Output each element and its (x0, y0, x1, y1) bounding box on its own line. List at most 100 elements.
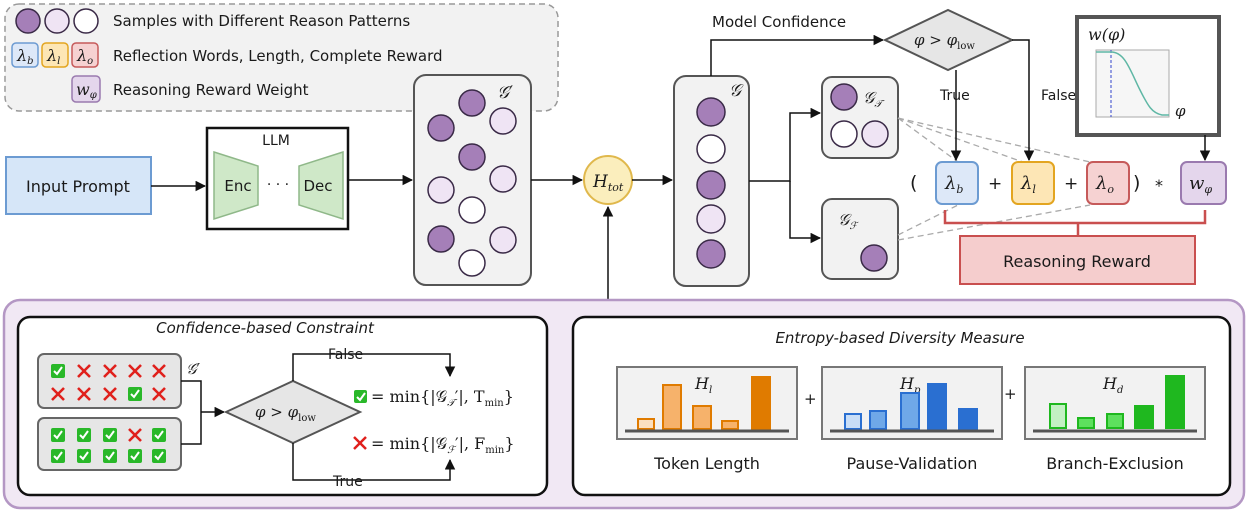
entropy-bar (637, 418, 655, 430)
diversity-label: Branch-Exclusion (1046, 454, 1184, 473)
sample-circle (696, 204, 726, 234)
g-column: 𝒢 (673, 75, 750, 287)
entropy-bar (927, 383, 947, 430)
legend-samples-label: Samples with Different Reason Patterns (113, 12, 410, 30)
legend-lambda-b-box (11, 42, 39, 68)
model-confidence-label: Model Confidence (712, 13, 846, 31)
legend-weight-label: Reasoning Reward Weight (113, 81, 309, 99)
low-confidence-sample-set (37, 353, 182, 409)
check-stroke (53, 366, 63, 376)
diversity-plus-sign: + (1004, 385, 1017, 403)
reward-bracket (943, 210, 1207, 225)
true-branch-label: True (939, 88, 970, 104)
weight-plot-axis-label: φ (1175, 102, 1186, 120)
check-stroke (53, 430, 63, 440)
plus-sign: + (1064, 174, 1078, 194)
sample-circle (458, 143, 486, 171)
times-sign: * (1155, 176, 1163, 195)
cross-icon (128, 364, 142, 378)
group-to-reward-connectors (897, 117, 1091, 241)
reward-close-paren: ) (1133, 172, 1140, 194)
sample-circle (458, 89, 486, 117)
entropy-symbol: Hl (694, 374, 712, 396)
constraint-equation-true: = min{|𝒢𝒯′|, Tmin} (371, 387, 514, 409)
svg-text:λl: λl (1020, 173, 1036, 196)
constraint-condition: φ > φlow (255, 403, 316, 424)
lambda-b-box (935, 161, 979, 205)
cross-icon (77, 364, 91, 378)
legend-lambda-o-box (71, 42, 99, 68)
sample-circle (861, 120, 889, 148)
check-stroke (53, 451, 63, 461)
h-tot-label: Htot (592, 172, 624, 194)
entropy-bar (1106, 413, 1124, 429)
h-tot-node (583, 155, 633, 205)
entropy-bar (721, 420, 739, 430)
constraint-true-label: True (332, 474, 363, 490)
constraint-title: Confidence-based Constraint (156, 319, 375, 337)
legend-w-phi-box (71, 75, 101, 103)
sample-circle (458, 249, 486, 277)
decoder-shape (298, 150, 344, 221)
diversity-title: Entropy-based Diversity Measure (775, 329, 1024, 347)
check-stroke (154, 451, 164, 461)
sample-circle (830, 120, 858, 148)
g-false-label: 𝒢ℱ (838, 210, 859, 232)
legend-light-sample-icon (44, 8, 70, 34)
legend-white-sample-icon (73, 8, 99, 34)
w-phi-box (1180, 161, 1227, 205)
svg-text:wφ: wφ (1189, 173, 1212, 196)
sample-circle (860, 244, 888, 272)
svg-text:wφ: wφ (76, 80, 97, 101)
sample-circle (489, 226, 517, 254)
llm-title: LLM (262, 133, 290, 149)
entropy-bar (692, 405, 712, 430)
encoder-shape (213, 150, 259, 221)
check-stroke (79, 451, 89, 461)
sample-circle (427, 114, 455, 142)
entropy-symbol: Hd (1102, 374, 1123, 396)
cross-icon (128, 428, 142, 442)
plus-sign: + (988, 174, 1002, 194)
svg-text:λb: λb (944, 173, 963, 196)
check-stroke (79, 430, 89, 440)
constraint-g-prime-label: 𝒢′ (186, 360, 201, 378)
diversity-label: Token Length (653, 454, 760, 473)
g-true-label: 𝒢𝒯 (863, 88, 885, 110)
svg-text:λb: λb (16, 46, 34, 67)
entropy-bar (751, 376, 771, 430)
reward-open-paren: ( (910, 172, 917, 194)
constraint-decision-diamond (223, 379, 363, 445)
lambda-l-box (1011, 161, 1055, 205)
check-stroke (105, 430, 115, 440)
confidence-constraint-panel: Confidence-based Constraint 𝒢′ φ > φlow … (16, 315, 549, 497)
weight-plot-title: w(φ) (1088, 25, 1125, 44)
cross-icon (103, 387, 117, 401)
legend-reward-terms-label: Reflection Words, Length, Complete Rewar… (113, 47, 443, 65)
entropy-bar (662, 384, 682, 430)
sample-circle (696, 134, 726, 164)
diversity-label: Pause-Validation (847, 454, 978, 473)
entropy-bar (900, 392, 920, 430)
entropy-bar (869, 410, 887, 430)
g-label: 𝒢 (729, 81, 744, 101)
sample-circle (696, 170, 726, 200)
lambda-o-box (1086, 161, 1130, 205)
check-stroke (105, 451, 115, 461)
g-false-group: 𝒢ℱ (821, 198, 899, 280)
legend-lambda-l-box (41, 42, 69, 68)
sample-marks (51, 364, 166, 463)
enc-dec-dots: · · · (267, 177, 289, 193)
sample-circle (427, 225, 455, 253)
g-prime-pool: 𝒢′ (413, 74, 532, 286)
cross-icon (152, 387, 166, 401)
sample-circle (696, 239, 726, 269)
sample-circle (458, 196, 486, 224)
reasoning-reward-label: Reasoning Reward (1003, 252, 1151, 271)
cross-icon (353, 436, 367, 450)
sample-circle (489, 107, 517, 135)
entropy-bar (958, 408, 978, 430)
confidence-condition: φ > φlow (914, 31, 975, 52)
